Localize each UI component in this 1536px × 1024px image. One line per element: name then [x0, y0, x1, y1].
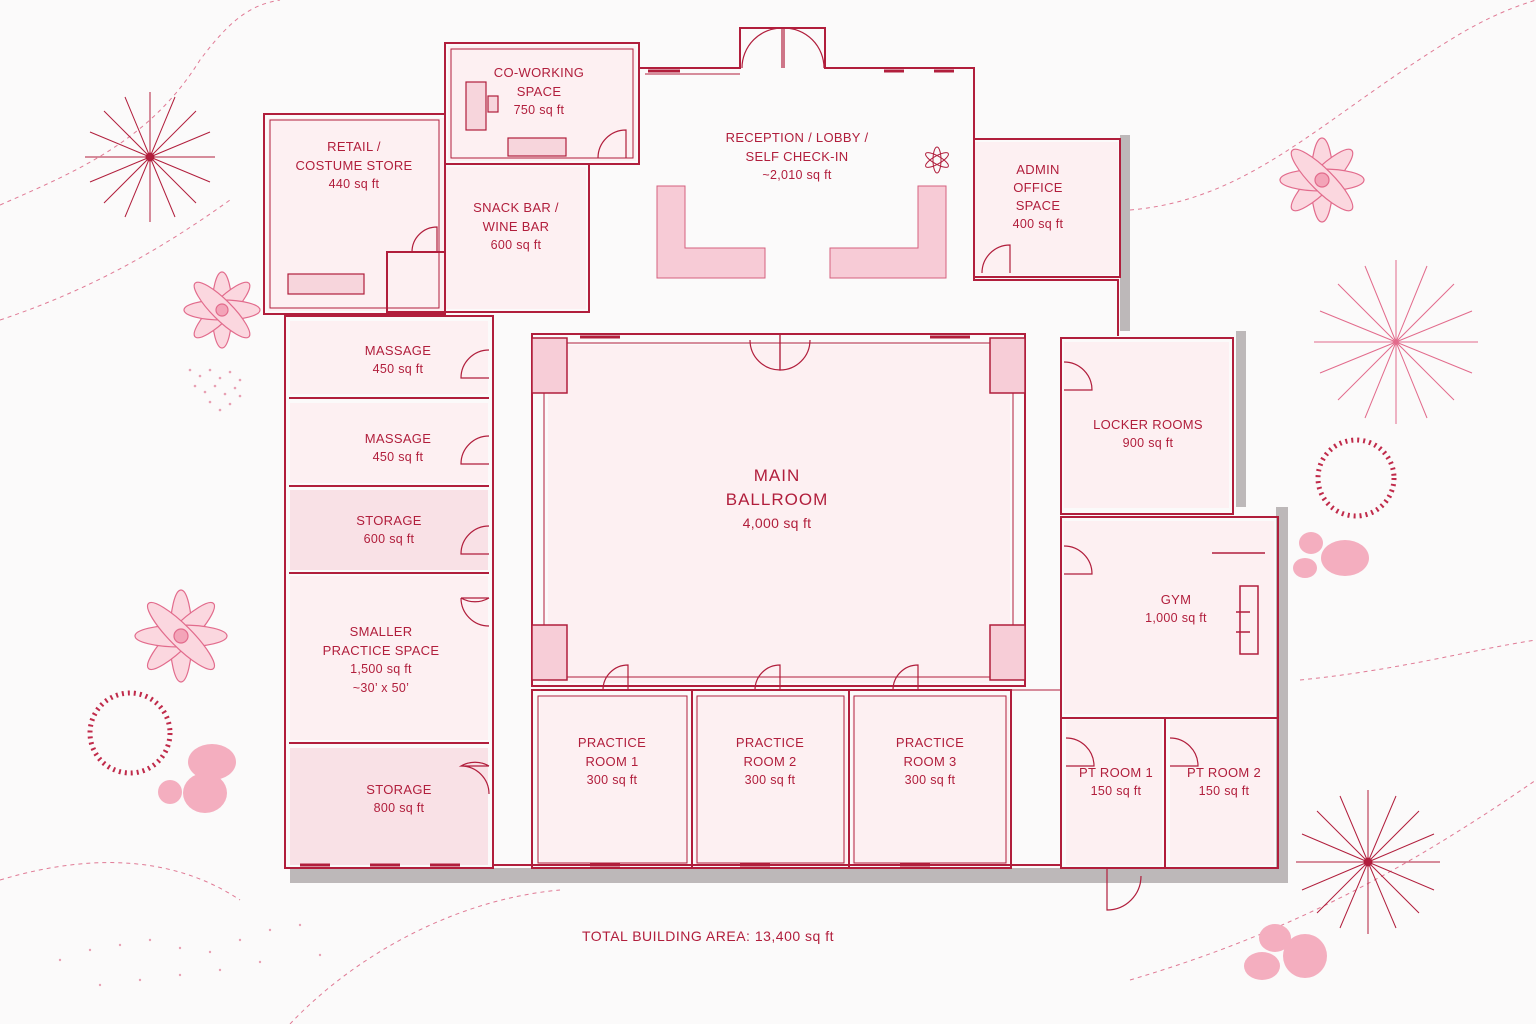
room-name: WINE BAR — [482, 219, 550, 234]
room-locker-label: LOCKER ROOMS 900 sq ft — [1093, 415, 1203, 453]
room-name: GYM — [1160, 592, 1192, 607]
room-practice1-label: PRACTICE ROOM 1 300 sq ft — [578, 733, 646, 790]
room-area: 1,000 sq ft — [1145, 611, 1207, 625]
room-name: ROOM 3 — [903, 754, 957, 769]
dotted-texture — [58, 368, 322, 987]
room-name: PRACTICE — [895, 735, 965, 750]
room-name: PRACTICE SPACE — [322, 643, 440, 658]
room-name: COSTUME STORE — [295, 158, 413, 173]
flower-icon — [925, 146, 949, 174]
room-area: 150 sq ft — [1090, 784, 1142, 798]
room-massage2-label: MASSAGE 450 sq ft — [365, 429, 431, 467]
room-name: CO-WORKING — [493, 65, 585, 80]
room-area: 300 sq ft — [904, 773, 956, 787]
tree-icon — [1314, 260, 1478, 424]
room-name: SPACE — [1015, 198, 1061, 213]
room-practice3-label: PRACTICE ROOM 3 300 sq ft — [896, 733, 964, 790]
room-area: 300 sq ft — [586, 773, 638, 787]
room-name: PT ROOM 2 — [1187, 765, 1261, 780]
room-name: LOCKER ROOMS — [1093, 417, 1203, 432]
room-dimensions: ~30’ x 50’ — [352, 681, 410, 695]
shrub-ring-icon — [87, 437, 1397, 776]
room-name: ROOM 1 — [585, 754, 639, 769]
room-pt1-label: PT ROOM 1 150 sq ft — [1079, 763, 1153, 801]
room-name: BALLROOM — [725, 490, 829, 509]
room-coworking-label: CO-WORKING SPACE 750 sq ft — [494, 63, 584, 120]
room-massage1-label: MASSAGE 450 sq ft — [365, 341, 431, 379]
room-storage1-label: STORAGE 600 sq ft — [356, 511, 421, 549]
room-admin-label: ADMIN OFFICE SPACE 400 sq ft — [1013, 161, 1064, 233]
room-name: SNACK BAR / — [473, 200, 559, 215]
room-name: RECEPTION / LOBBY / — [725, 130, 869, 145]
dumbbell-icon — [1212, 552, 1265, 655]
room-fills — [268, 46, 1274, 865]
room-area: 750 sq ft — [513, 103, 565, 117]
room-name: MASSAGE — [364, 431, 432, 446]
room-name: PT ROOM 1 — [1079, 765, 1153, 780]
room-practice2-label: PRACTICE ROOM 2 300 sq ft — [736, 733, 804, 790]
room-ballroom-label: MAIN BALLROOM 4,000 sq ft — [726, 464, 828, 534]
room-name: STORAGE — [366, 782, 432, 797]
storage-fills — [290, 490, 488, 865]
total-building-area: TOTAL BUILDING AREA: 13,400 sq ft — [581, 928, 835, 944]
room-area: 600 sq ft — [490, 238, 542, 252]
tree-icon — [1296, 790, 1440, 934]
room-area: 900 sq ft — [1122, 436, 1174, 450]
room-gym-label: GYM 1,000 sq ft — [1145, 590, 1207, 628]
room-name: STORAGE — [356, 513, 422, 528]
room-snack-label: SNACK BAR / WINE BAR 600 sq ft — [473, 198, 559, 255]
room-area: 450 sq ft — [372, 362, 424, 376]
room-name: PRACTICE — [735, 735, 805, 750]
windows — [300, 69, 970, 867]
tree-icon — [85, 92, 215, 222]
room-pt2-label: PT ROOM 2 150 sq ft — [1187, 763, 1261, 801]
room-area: 600 sq ft — [363, 532, 415, 546]
room-reception-label: RECEPTION / LOBBY / SELF CHECK-IN ~2,010… — [726, 128, 869, 185]
room-area: 440 sq ft — [328, 177, 380, 191]
room-area: 150 sq ft — [1198, 784, 1250, 798]
pillars — [531, 337, 1026, 681]
sofa-icon — [656, 185, 947, 279]
room-name: MASSAGE — [364, 343, 432, 358]
desk-icon — [287, 81, 567, 295]
room-retail-label: RETAIL / COSTUME STORE 440 sq ft — [295, 137, 412, 194]
room-area: 400 sq ft — [1012, 217, 1064, 231]
room-area: 1,500 sq ft — [350, 662, 412, 676]
room-name: PRACTICE — [577, 735, 647, 750]
room-area: ~2,010 sq ft — [762, 168, 832, 182]
room-name: SELF CHECK-IN — [745, 149, 849, 164]
room-name: ADMIN — [1016, 162, 1060, 177]
flower-icon — [134, 137, 1365, 683]
room-name: SPACE — [516, 84, 562, 99]
room-name: SMALLER — [349, 624, 413, 639]
walls — [263, 27, 1279, 869]
room-area: 300 sq ft — [744, 773, 796, 787]
door-icon — [411, 27, 1199, 911]
room-area: 800 sq ft — [373, 801, 425, 815]
room-area: 450 sq ft — [372, 450, 424, 464]
room-name: RETAIL / — [327, 139, 381, 154]
room-area: 4,000 sq ft — [742, 515, 812, 531]
room-name: MAIN — [753, 466, 801, 485]
room-name: OFFICE — [1013, 180, 1063, 195]
stepping-stone-icon — [158, 532, 1369, 980]
room-name: ROOM 2 — [743, 754, 797, 769]
room-smaller-practice-label: SMALLER PRACTICE SPACE 1,500 sq ft ~30’ … — [323, 622, 440, 698]
room-storage2-label: STORAGE 800 sq ft — [366, 780, 431, 818]
